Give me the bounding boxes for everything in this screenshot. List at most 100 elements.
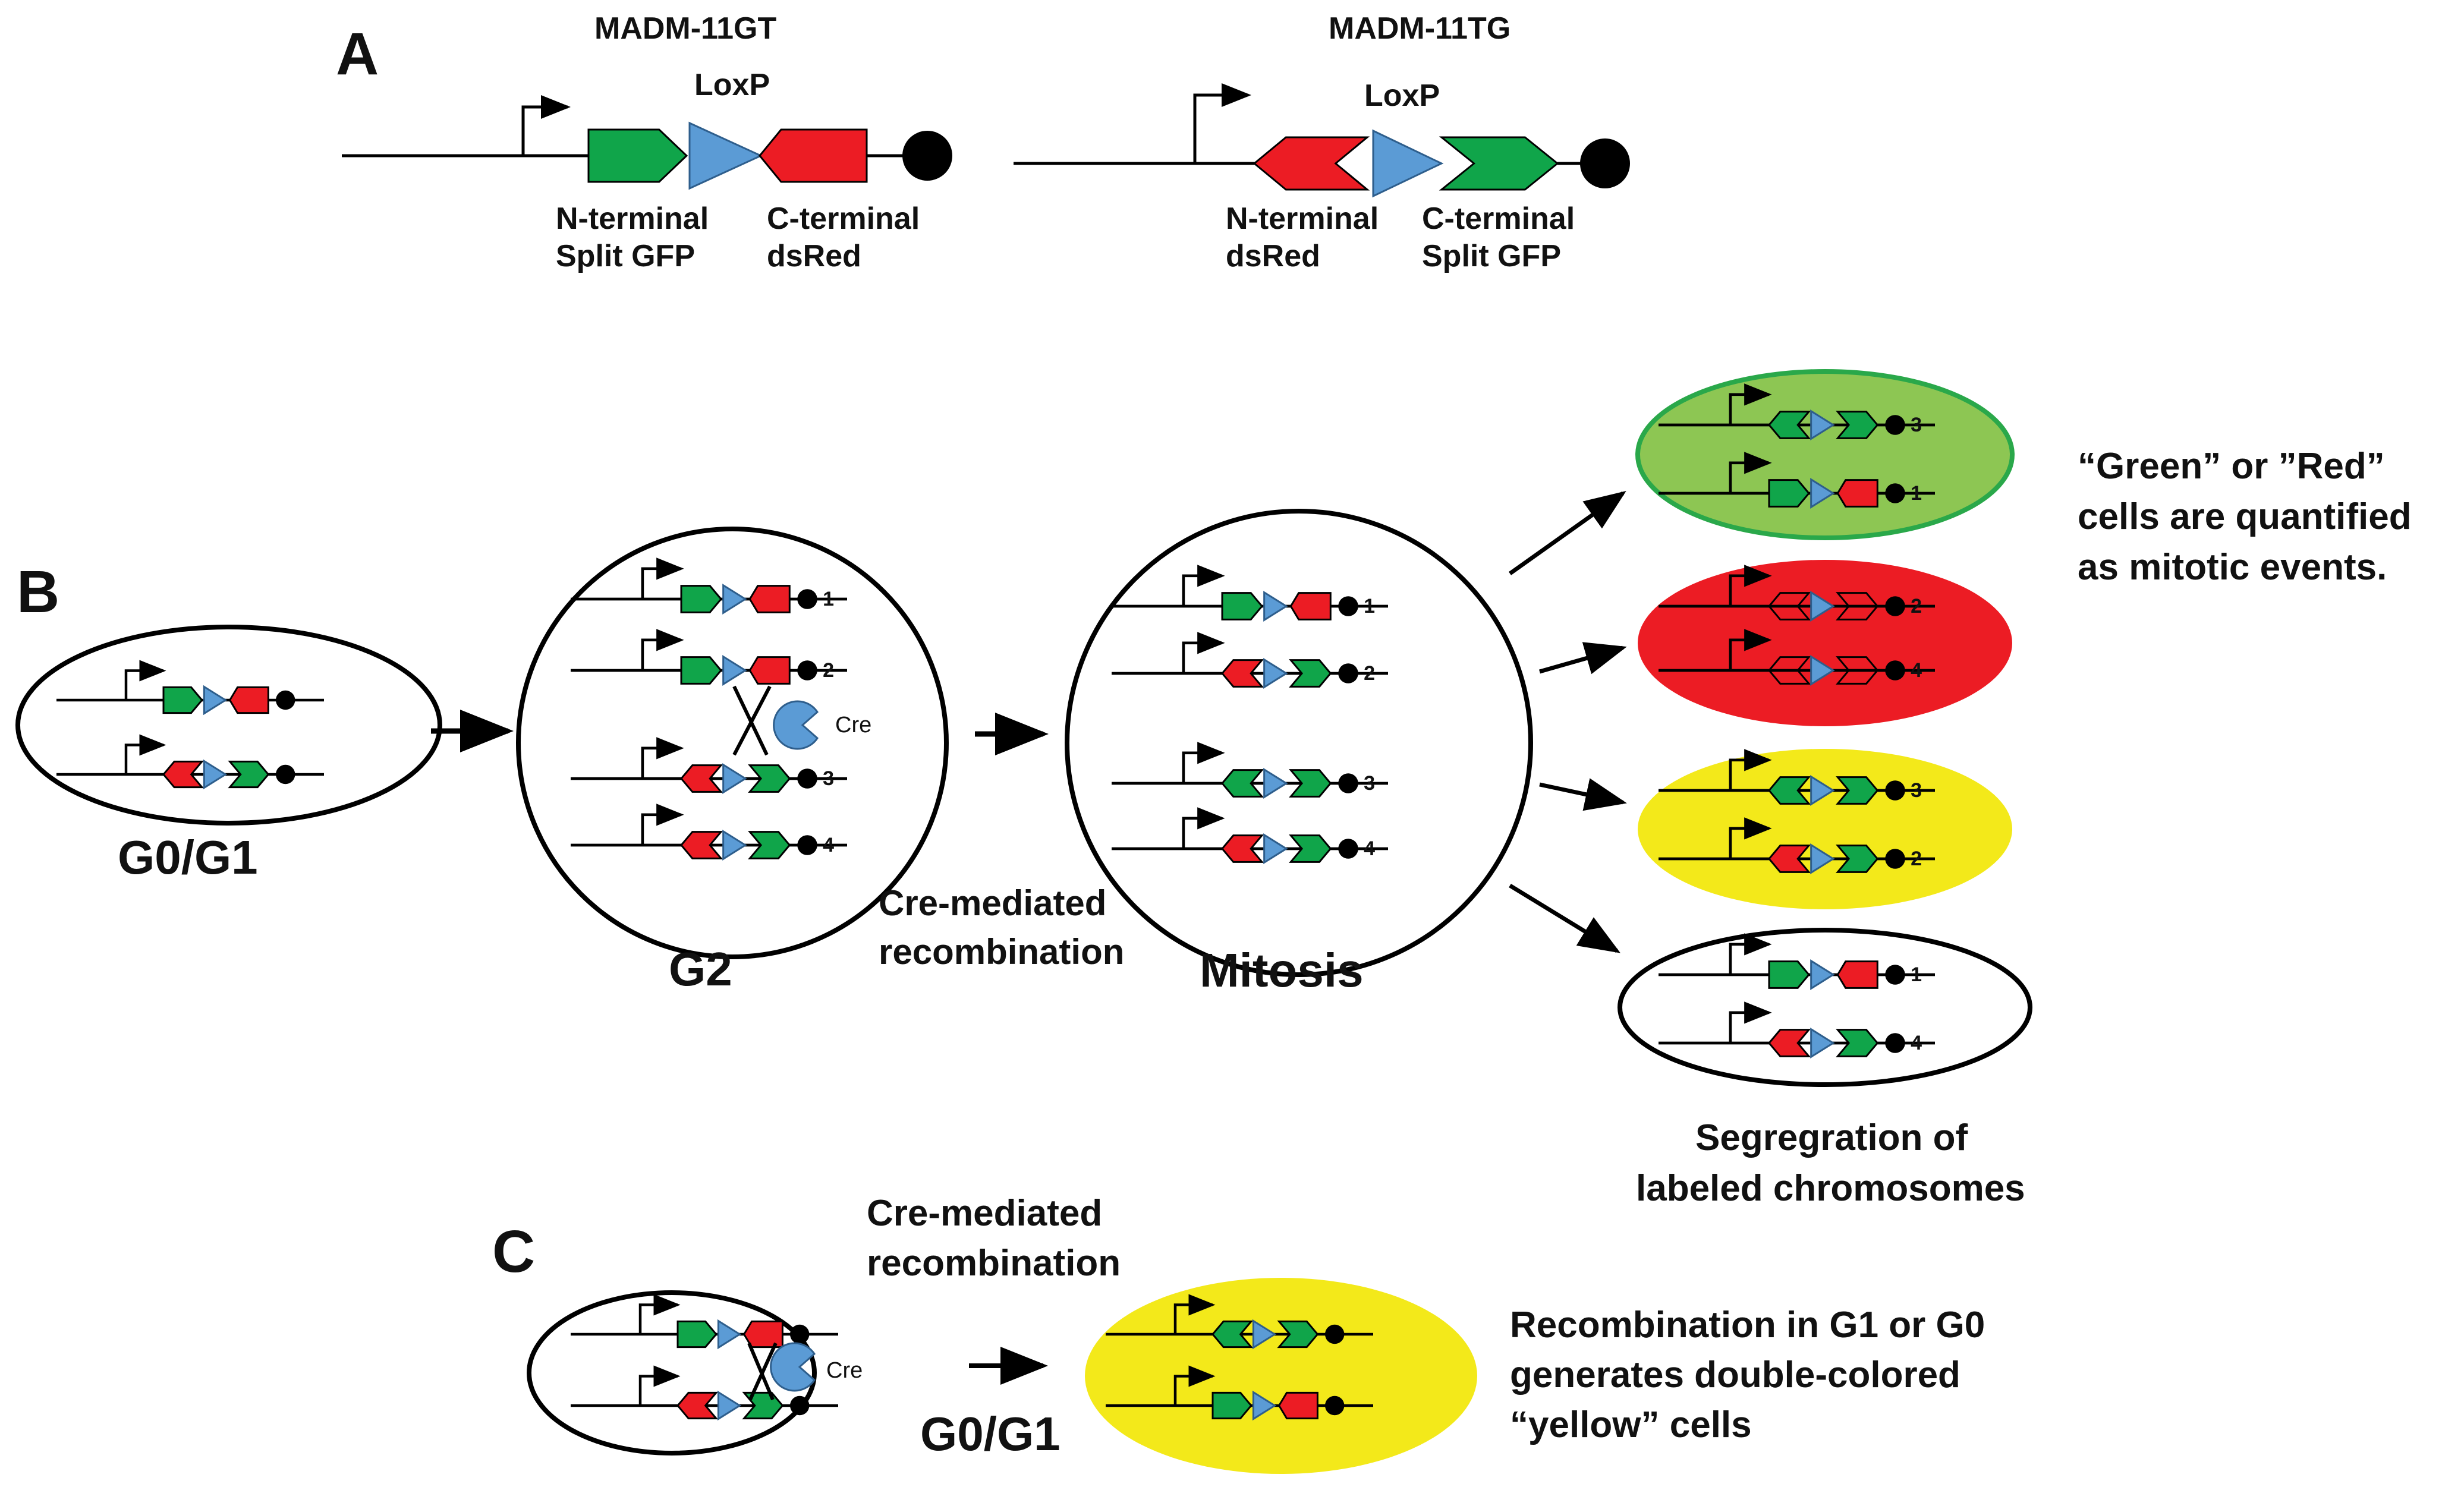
split-gfp-c-element: [1836, 592, 1879, 620]
loxp-site: [722, 763, 747, 794]
stage-g2: G2: [669, 943, 732, 995]
split-gfp-n-element: [1768, 960, 1810, 989]
note-c-yellow-3: “yellow” cells: [1510, 1404, 1752, 1445]
chromosome-number: 4: [823, 834, 834, 856]
note-c-yellow-1: Recombination in G1 or G0: [1510, 1305, 1985, 1346]
dsred-c-element: [1836, 479, 1878, 508]
stage-c-g0g1: G0/G1: [920, 1407, 1061, 1460]
dsred-n-element: [680, 764, 723, 793]
promoter-arrow: [1729, 629, 1772, 670]
split-gfp-c-element: [228, 760, 270, 789]
terminator-dot: [902, 131, 952, 181]
promoter-arrow: [638, 1294, 681, 1334]
split-gfp-c-element: [748, 764, 791, 793]
promoter-arrow: [641, 804, 684, 845]
terminator-dot: [797, 660, 817, 681]
stage-g0g1: G0/G1: [118, 831, 258, 884]
loxp-site: [1252, 1390, 1277, 1421]
construct-tg-right-label-2: Split GFP: [1422, 239, 1561, 273]
loxp-site: [722, 655, 747, 686]
split-gfp-c-element: [1289, 659, 1332, 688]
dsred-n-element: [162, 760, 204, 789]
promoter-arrow: [641, 557, 684, 599]
terminator-dot: [1885, 415, 1905, 435]
chromosome-number: 1: [823, 588, 834, 610]
promoter-arrow: [1182, 807, 1225, 849]
cell-mitosis: [1065, 509, 1533, 977]
terminator-dot: [1338, 773, 1358, 793]
dsred-n-element: [1221, 834, 1264, 863]
note-c-recombination-2: recombination: [867, 1243, 1121, 1284]
split-gfp-n-element: [162, 686, 203, 714]
split-gfp-c-element: [1836, 845, 1879, 873]
terminator-dot: [1338, 663, 1358, 683]
terminator-dot: [1338, 596, 1358, 616]
split-gfp-n-element: [1211, 1320, 1254, 1349]
note-quantified-3: as mitotic events.: [2078, 547, 2387, 588]
dsred-n-element: [680, 831, 723, 859]
dsred-c-element: [1277, 1391, 1318, 1420]
terminator-dot: [1338, 839, 1358, 859]
construct-gt-right-label-1: C-terminal: [767, 201, 920, 236]
dsred-n-element: [1221, 659, 1264, 688]
promoter-arrow: [1729, 1001, 1772, 1043]
split-gfp-c-element: [1277, 1320, 1319, 1349]
promoter-arrow: [1729, 565, 1772, 606]
chromosome-number: 1: [1911, 963, 1922, 986]
terminator-dot: [1885, 660, 1905, 681]
promoter-arrow: [1729, 452, 1772, 493]
split-gfp-n-element: [587, 128, 688, 183]
cell-green: [1635, 369, 2015, 540]
terminator-dot: [1885, 483, 1905, 503]
terminator-dot: [797, 768, 817, 789]
split-gfp-n-element: [1768, 411, 1811, 439]
terminator-dot: [1325, 1395, 1345, 1416]
cell-white: [1618, 928, 2032, 1087]
dsred-c-element: [748, 585, 791, 613]
chromosome-number: 1: [1911, 482, 1922, 505]
split-gfp-c-element: [1836, 411, 1879, 439]
stage-mitosis: Mitosis: [1200, 944, 1364, 997]
loxp-site: [1263, 591, 1288, 622]
promoter-arrow: [641, 737, 684, 779]
loxp-site: [688, 121, 763, 190]
promoter-arrow: [1173, 1365, 1216, 1406]
terminator-dot: [1885, 1033, 1905, 1053]
loxp-site: [1252, 1319, 1277, 1350]
arrow-to-yellow-cell: [1539, 778, 1627, 811]
promoter-arrow: [638, 1365, 681, 1406]
construct-gt-title: MADM-11GT: [594, 11, 776, 46]
promoter-arrow: [1729, 383, 1772, 425]
terminator-dot: [1885, 965, 1905, 985]
note-quantified-2: cells are quantified: [2078, 496, 2412, 537]
chromosome-number: 3: [1911, 414, 1922, 436]
promoter-arrow: [124, 734, 166, 774]
loxp-site: [717, 1319, 742, 1350]
cre-enzyme-icon: [773, 700, 819, 750]
construct-gt-loxp: LoxP: [694, 68, 770, 102]
terminator-dot: [276, 690, 295, 710]
dsred-n-element: [676, 1391, 719, 1420]
split-gfp-c-element: [1836, 656, 1879, 685]
split-gfp-c-element: [1439, 136, 1559, 191]
cell-g0g1: [15, 625, 442, 826]
construct-tg-right-label-1: C-terminal: [1422, 201, 1575, 236]
promoter-arrow: [521, 95, 571, 156]
dsred-c-element: [228, 686, 269, 714]
chromosome-number: 2: [1911, 848, 1922, 870]
split-gfp-n-element: [680, 585, 722, 613]
cell-red: [1638, 560, 2012, 726]
dsred-n-element: [1768, 592, 1811, 620]
chromosome-number: 2: [1364, 662, 1375, 685]
chromosome-number: 3: [1911, 779, 1922, 802]
loxp-site: [1810, 655, 1835, 686]
note-segregation-2: labeled chromosomes: [1636, 1168, 2025, 1209]
dsred-n-element: [1768, 1029, 1811, 1057]
terminator-dot: [1885, 596, 1905, 616]
split-gfp-c-element: [1289, 769, 1332, 798]
promoter-arrow: [124, 660, 166, 700]
panel-label-c: C: [492, 1218, 535, 1285]
promoter-arrow: [1729, 817, 1772, 859]
split-gfp-c-element: [1836, 1029, 1879, 1057]
